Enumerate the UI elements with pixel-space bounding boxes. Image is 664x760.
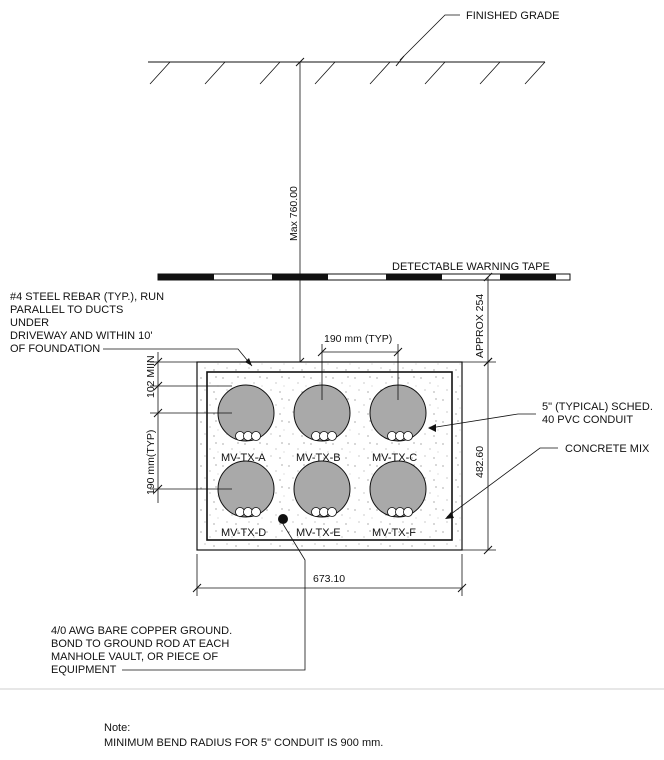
conduit-array (217, 384, 427, 518)
duct-label-b: MV-TX-B (296, 452, 341, 464)
top-spacing-dimension (317, 344, 403, 400)
concrete-label: CONCRETE MIX (565, 443, 650, 455)
conduit-mv-tx-a (217, 384, 275, 442)
vertical-spacing-label: 190 mm(TYP) (145, 430, 157, 495)
duct-label-f: MV-TX-F (372, 527, 416, 539)
ground-leader (122, 523, 306, 671)
conduit-leader (429, 413, 536, 429)
duct-label-a: MV-TX-A (221, 452, 266, 464)
note-title: Note: (104, 722, 131, 734)
ground-label-line-2: BOND TO GROUND ROD AT EACH (51, 638, 229, 650)
rebar-label-line-4: DRIVEWAY AND WITHIN 10' (10, 330, 152, 342)
conduit-mv-tx-e (293, 460, 351, 518)
rebar-label-line-2: PARALLEL TO DUCTS (10, 304, 123, 316)
conduit-mv-tx-f (369, 460, 427, 518)
width-label: 673.10 (313, 573, 345, 585)
note-text: MINIMUM BEND RADIUS FOR 5" CONDUIT IS 90… (104, 737, 384, 749)
ground-conductor (278, 514, 288, 524)
duct-label-d: MV-TX-D (221, 527, 266, 539)
rebar-label-line-1: #4 STEEL REBAR (TYP.), RUN (10, 291, 164, 303)
concrete-leader (446, 447, 558, 518)
cover-label: 102 MIIN (145, 355, 157, 398)
rebar-label-line-3: UNDER (10, 317, 49, 329)
warning-tape-label: DETECTABLE WARNING TAPE (392, 261, 550, 273)
width-dimension (192, 554, 467, 596)
height-dimension (462, 357, 496, 555)
warning-tape (157, 273, 571, 281)
conduit-mv-tx-b (293, 384, 351, 442)
ground-label-line-3: MANHOLE VAULT, OR PIECE OF (51, 651, 218, 663)
depth-dimension-label: Max 760.00 (288, 186, 300, 241)
conduit-label-line-1: 5" (TYPICAL) SCHED. (542, 401, 653, 413)
concrete-leader-arrow (445, 512, 454, 519)
conduit-leader-arrow (428, 424, 436, 432)
ground-label-line-1: 4/0 AWG BARE COPPER GROUND. (51, 625, 232, 637)
rebar-leader-arrow (245, 358, 252, 366)
duct-label-e: MV-TX-E (296, 527, 341, 539)
finished-grade-label: FINISHED GRADE (466, 10, 560, 22)
left-vertical-dimensions (150, 352, 232, 503)
rebar-cage (206, 371, 453, 541)
top-spacing-label: 190 mm (TYP) (324, 333, 392, 345)
tape-offset-label: APPROX 254 (474, 294, 486, 358)
rebar-label-line-5: OF FOUNDATION (10, 343, 100, 355)
duct-label-c: MV-TX-C (372, 452, 417, 464)
finished-grade-line (148, 61, 546, 85)
height-label: 482.60 (474, 446, 486, 478)
conduit-label-line-2: 40 PVC CONDUIT (542, 414, 633, 426)
ground-label-line-4: EQUIPMENT (51, 664, 117, 676)
finished-grade-leader (395, 14, 460, 67)
